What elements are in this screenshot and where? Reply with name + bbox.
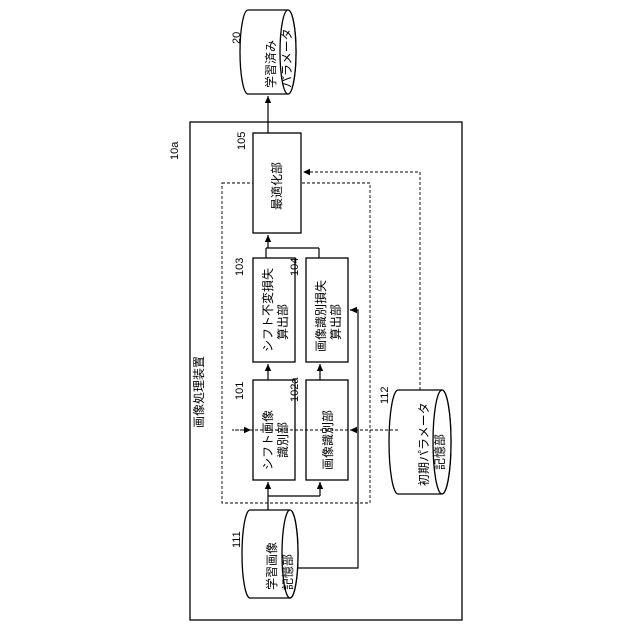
initial-parameters-storage: 初期パラメータ 記憶部 bbox=[389, 390, 451, 494]
shift-invariant-loss-label-line2: 算出部 bbox=[275, 304, 290, 340]
image-identification-ref-label: 102a bbox=[289, 377, 301, 402]
optimization-ref-label: 105 bbox=[236, 132, 248, 150]
training-images-label-line2: 記憶部 bbox=[280, 554, 295, 590]
initial-parameters-label-line1: 初期パラメータ bbox=[417, 402, 431, 486]
device-ref-label: 10a bbox=[169, 141, 181, 160]
learned-parameters-storage: 学習済み パラメータ bbox=[240, 10, 296, 94]
shift-image-identification-ref-label: 101 bbox=[234, 382, 246, 400]
shift-invariant-loss-label-line1: シフト不変損失 bbox=[260, 268, 275, 352]
image-identification-loss-ref-label: 104 bbox=[289, 258, 301, 276]
image-identification-loss-label-line2: 算出部 bbox=[328, 304, 343, 340]
optimization-label: 最適化部 bbox=[269, 162, 284, 210]
learned-parameters-label-line1: 学習済み bbox=[263, 40, 278, 88]
training-images-storage: 学習画像 記憶部 bbox=[242, 510, 298, 598]
learned-parameters-label-line2: パラメータ bbox=[280, 28, 294, 88]
image-identification-label: 画像識別部 bbox=[320, 410, 335, 470]
shift-invariant-loss-ref-label: 103 bbox=[234, 258, 246, 276]
initial-parameters-label-line2: 記憶部 bbox=[432, 434, 447, 470]
device-label: 画像処理装置 bbox=[192, 356, 206, 428]
training-images-ref-label: 111 bbox=[231, 531, 243, 548]
learned-parameters-ref-label: 20 bbox=[231, 32, 243, 44]
shift-image-identification-label-line1: シフト画像 bbox=[261, 410, 275, 470]
initial-parameters-ref-label: 112 bbox=[379, 386, 391, 404]
shift-image-identification-label-line2: 識別部 bbox=[275, 422, 290, 458]
image-identification-loss-label-line1: 画像識別損失 bbox=[313, 280, 328, 352]
training-images-label-line1: 学習画像 bbox=[264, 542, 279, 590]
